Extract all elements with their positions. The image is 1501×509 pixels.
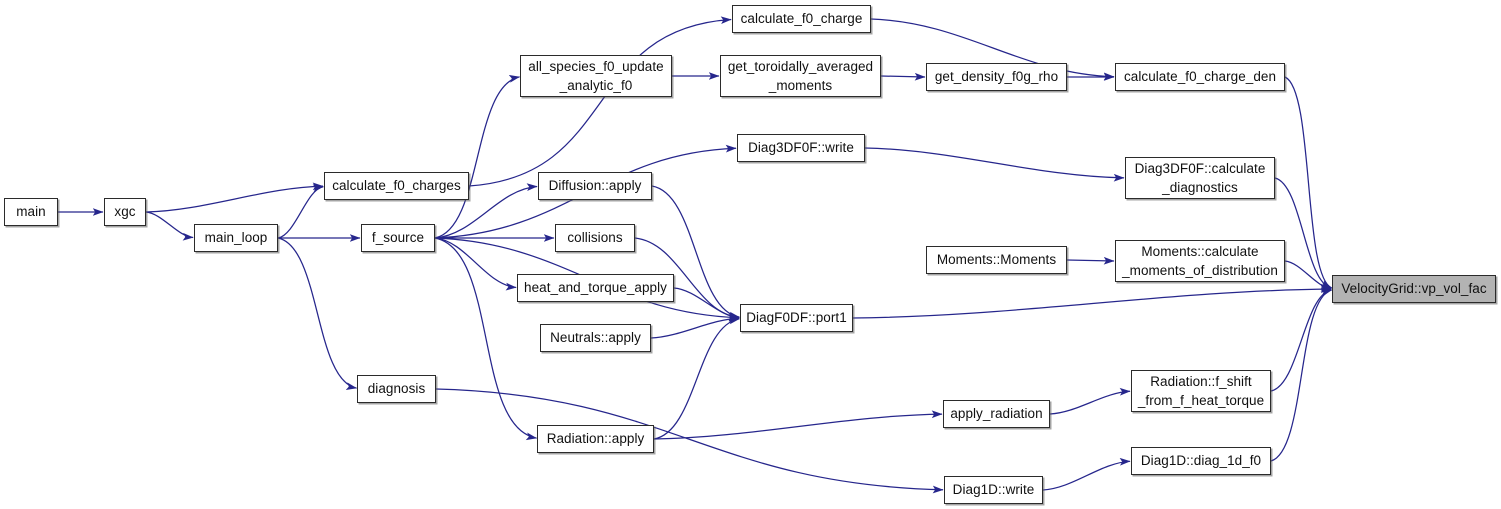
graph-node-diffusion[interactable]: Diffusion::apply — [538, 172, 652, 200]
graph-node-all_species[interactable]: all_species_f0_update _analytic_f0 — [520, 55, 672, 97]
graph-edge-xgc-to-calc_f0_charges — [145, 182, 324, 213]
graph-edge-d1_write-to-d1_diag — [1042, 457, 1131, 491]
graph-edge-get_tor-to-get_density — [880, 72, 926, 81]
graph-node-calc_f0_charge[interactable]: calculate_f0_charge — [732, 5, 871, 33]
graph-node-f_source[interactable]: f_source — [361, 224, 435, 252]
graph-edge-diffusion-to-port1 — [651, 185, 740, 320]
graph-edge-calc_f0_charges-to-calc_f0_charge — [468, 16, 732, 187]
graph-edge-apply_rad-to-rad_fshift — [1049, 387, 1131, 415]
graph-node-calc_f0_charges[interactable]: calculate_f0_charges — [324, 172, 469, 200]
graph-edge-d1_diag-to-vp_vol_fac — [1270, 288, 1333, 462]
graph-node-get_tor[interactable]: get_toroidally_averaged _moments — [720, 55, 881, 97]
graph-node-d1_diag[interactable]: Diag1D::diag_1d_f0 — [1131, 447, 1271, 475]
graph-edge-f_source-to-radiation_apply — [434, 237, 538, 441]
graph-node-neutrals[interactable]: Neutrals::apply — [540, 324, 651, 352]
graph-node-rad_fshift[interactable]: Radiation::f_shift _from_f_heat_torque — [1131, 370, 1271, 412]
graph-node-d1_write[interactable]: Diag1D::write — [944, 476, 1043, 504]
graph-node-collisions[interactable]: collisions — [555, 224, 635, 252]
graph-edge-radiation_apply-to-port1 — [653, 316, 740, 440]
graph-node-mom_mom[interactable]: Moments::Moments — [926, 246, 1067, 274]
graph-edge-f_source-to-diffusion — [434, 183, 538, 239]
graph-edge-mom_mom-to-mom_calc — [1066, 256, 1115, 265]
graph-edge-mom_calc-to-vp_vol_fac — [1284, 260, 1332, 292]
graph-node-radiation_apply[interactable]: Radiation::apply — [537, 425, 654, 453]
graph-edge-d3_calc-to-vp_vol_fac — [1274, 177, 1333, 290]
graph-node-mom_calc[interactable]: Moments::calculate _moments_of_distribut… — [1115, 240, 1285, 282]
graph-node-main_loop[interactable]: main_loop — [194, 224, 278, 252]
graph-edge-main_loop-to-calc_f0_charges — [277, 184, 324, 239]
graph-edge-main_loop-to-diagnosis — [277, 237, 358, 390]
graph-node-xgc[interactable]: xgc — [104, 198, 146, 226]
graph-edge-diagnosis-to-d1_write — [435, 388, 944, 494]
graph-edge-f_source-to-heat_torque — [434, 237, 517, 291]
graph-edge-calc_f0_charge-to-calc_den — [870, 18, 1115, 81]
graph-node-get_density[interactable]: get_density_f0g_rho — [926, 63, 1067, 91]
graph-node-calc_den[interactable]: calculate_f0_charge_den — [1115, 63, 1285, 91]
graph-node-d3_write[interactable]: Diag3DF0F::write — [737, 134, 865, 162]
graph-node-port1[interactable]: DiagF0DF::port1 — [740, 304, 853, 332]
graph-edge-port1-to-vp_vol_fac — [852, 285, 1332, 319]
graph-edge-neutrals-to-port1 — [650, 314, 740, 339]
graph-edge-d3_write-to-d3_calc — [864, 147, 1125, 182]
graph-node-main[interactable]: main — [4, 198, 58, 226]
graph-node-d3_calc[interactable]: Diag3DF0F::calculate _diagnostics — [1125, 157, 1275, 199]
graph-edge-xgc-to-main_loop — [145, 211, 194, 241]
graph-node-diagnosis[interactable]: diagnosis — [357, 375, 436, 403]
graph-edge-f_source-to-all_species — [434, 74, 521, 239]
graph-node-apply_rad[interactable]: apply_radiation — [943, 400, 1050, 428]
graph-edge-calc_den-to-vp_vol_fac — [1284, 76, 1333, 289]
graph-node-vp_vol_fac[interactable]: VelocityGrid::vp_vol_fac — [1332, 275, 1496, 303]
graph-node-heat_torque[interactable]: heat_and_torque_apply — [517, 274, 674, 302]
graph-edge-radiation_apply-to-apply_rad — [653, 410, 943, 440]
